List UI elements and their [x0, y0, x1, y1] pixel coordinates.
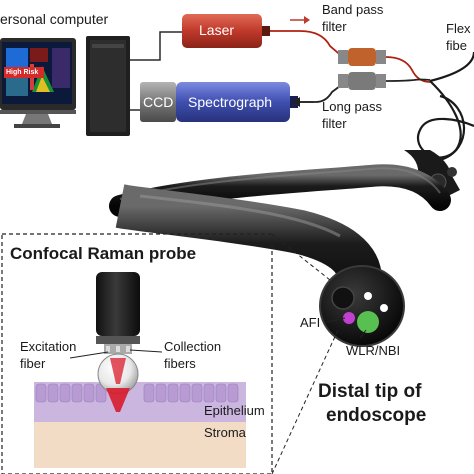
- wlr-pointer: [359, 329, 367, 339]
- band-pass-label-line1: Band pass: [322, 2, 384, 17]
- afi-spot: [343, 312, 355, 324]
- collection-fiber-line: [298, 85, 341, 103]
- excitation-label-line2: fiber: [20, 356, 46, 371]
- long-pass-filter-unit: [338, 72, 386, 90]
- monitor-icon: [0, 38, 76, 128]
- endoscope-tube-highlight: [119, 167, 441, 200]
- raman-probe: [96, 272, 140, 354]
- endoscope-tube-sheen: [139, 194, 341, 238]
- stroma-label: Stroma: [204, 425, 246, 440]
- distal-tip-face: [319, 265, 405, 347]
- spectrograph-label: Spectrograph: [188, 94, 273, 110]
- ccd-label: CCD: [143, 94, 174, 110]
- laser-unit: [182, 14, 270, 48]
- computer-tower-icon: [86, 36, 130, 136]
- band-pass-label-line2: filter: [322, 19, 347, 34]
- spectrograph-unit: [140, 82, 298, 122]
- long-pass-label-line2: filter: [322, 116, 347, 131]
- fiber-merge-red: [385, 56, 431, 83]
- probe-inset-frame: [1, 233, 273, 474]
- afi-pointer: [325, 317, 346, 323]
- excitation-fiber-line: [270, 30, 345, 59]
- inset-connector-top: [271, 233, 331, 281]
- excitation-label-line1: Excitation: [20, 339, 77, 354]
- flexible-fiber-coil: [417, 51, 474, 162]
- stroma-layer: [34, 422, 246, 468]
- fiber-merge-black: [385, 78, 431, 82]
- arrow-left-icon: [292, 97, 314, 107]
- laser-label: Laser: [199, 22, 235, 38]
- flexible-fiber-label-line1: Flex: [446, 21, 471, 36]
- wlr-nbi-spot: [357, 311, 379, 333]
- inset-connector-bottom: [271, 329, 339, 474]
- band-pass-filter-unit: [338, 48, 386, 66]
- collection-pointer: [129, 349, 163, 353]
- collection-label-line2: fibers: [164, 356, 196, 371]
- laser-cable: [130, 31, 182, 61]
- probe-title: Confocal Raman probe: [10, 244, 197, 263]
- personal-computer-label: ersonal computer: [0, 11, 109, 27]
- monitor-badge-text: High Risk: [6, 69, 39, 76]
- monitor-badge-bg: [4, 67, 44, 78]
- arrow-right-icon: [290, 16, 310, 24]
- epithelium-cells: [35, 383, 239, 403]
- collection-label-line1: Collection: [164, 339, 222, 354]
- long-pass-label-line1: Long pass: [322, 99, 382, 114]
- excitation-pointer: [69, 351, 109, 359]
- distal-tip-label-line2: endoscope: [326, 405, 427, 426]
- excitation-beam-lower: [106, 388, 130, 412]
- epithelium-label: Epithelium: [204, 403, 265, 418]
- excitation-beam-upper: [110, 358, 126, 384]
- wlr-nbi-label: WLR/NBI: [346, 343, 401, 358]
- afi-label: AFI: [300, 315, 321, 330]
- distal-tip-label-line1: Distal tip of: [318, 381, 422, 402]
- flexible-fiber-label-line2: fibe: [446, 38, 467, 53]
